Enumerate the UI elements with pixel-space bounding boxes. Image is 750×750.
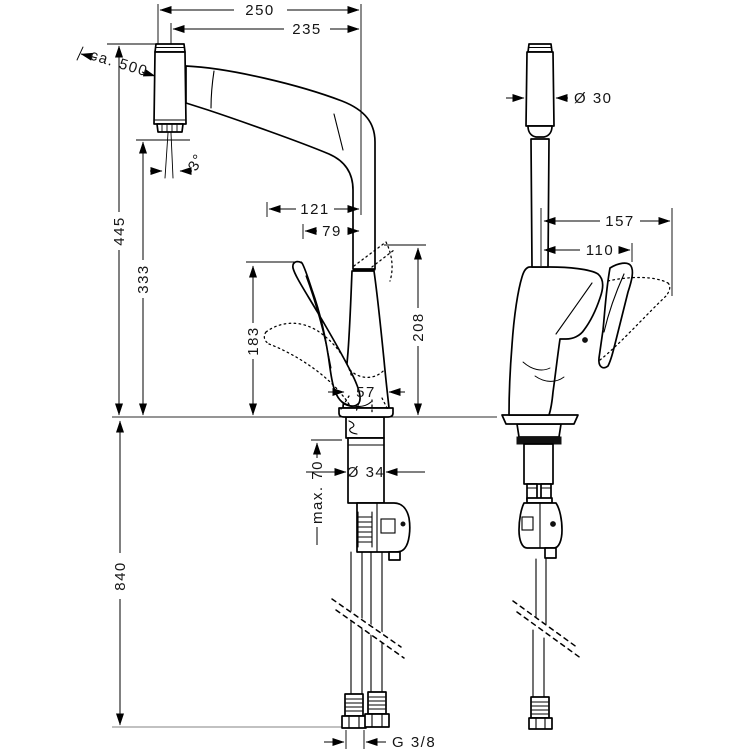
dim-side-reach-open: 157 (605, 213, 635, 230)
side-hose-connector (528, 696, 553, 730)
front-hose-connectors (341, 691, 390, 729)
front-view (153, 43, 411, 729)
dim-max-deck-thickness: max. 70 (309, 460, 326, 524)
front-spray-head (153, 43, 187, 133)
dimension-lines (76, 4, 673, 749)
side-mounting-set (518, 497, 563, 559)
side-head-cylinder (525, 43, 555, 138)
dim-shank-diameter: Ø 34 (347, 464, 386, 481)
front-hose-break (330, 597, 404, 657)
side-hose (532, 547, 547, 698)
dim-height-overall: 445 (111, 216, 128, 246)
dim-head-diameter: Ø 30 (574, 90, 613, 107)
side-shank (523, 443, 554, 485)
dim-spout-reach-overall: 250 (245, 2, 275, 19)
side-view (501, 43, 671, 730)
dim-side-reach-closed: 110 (586, 242, 614, 259)
spray-angle-lines (164, 132, 174, 179)
front-mounting-set (356, 502, 411, 561)
dim-connection-thread: G 3/8 (392, 734, 436, 750)
dim-spout-joint-height: 208 (410, 312, 427, 342)
front-spout (185, 65, 376, 270)
dim-spray-angle: 3° (185, 150, 208, 174)
dim-height-aerator: 333 (135, 264, 152, 294)
front-spout-alternate (340, 241, 395, 414)
front-handle-alternate (263, 322, 386, 407)
dim-handle-reach-closed: 79 (322, 223, 342, 240)
side-handle (598, 262, 634, 369)
dim-hose-length: 840 (112, 561, 129, 591)
side-handle-alternate (599, 276, 671, 361)
side-gasket (516, 436, 562, 445)
side-hose-break (511, 599, 581, 658)
side-neck (516, 423, 562, 438)
front-handle (292, 260, 362, 407)
front-base-plate (338, 407, 394, 418)
dim-handle-reach-open: 121 (300, 201, 330, 218)
side-flange (501, 414, 579, 425)
side-column (530, 138, 550, 268)
dim-base-width: 57 (356, 384, 376, 401)
side-body (508, 266, 604, 416)
dim-handle-tip-height: 183 (245, 326, 262, 356)
dim-spout-reach-aerator: 235 (292, 21, 322, 38)
